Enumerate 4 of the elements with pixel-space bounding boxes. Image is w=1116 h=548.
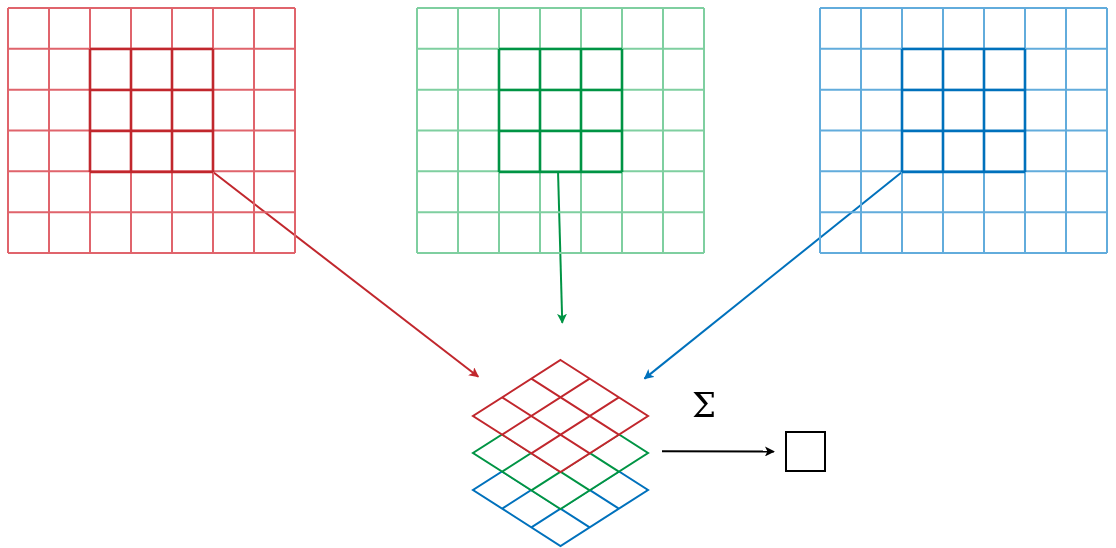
arrow	[212, 171, 480, 378]
arrow	[557, 171, 567, 324]
arrow	[643, 171, 903, 380]
arrow	[661, 446, 775, 457]
